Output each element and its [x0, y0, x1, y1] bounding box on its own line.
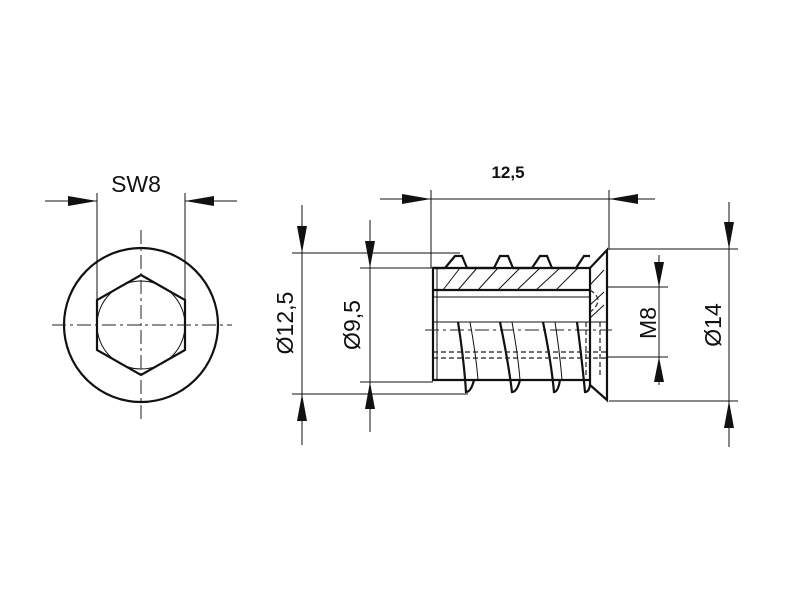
side-view: 12,5 Ø12,5 Ø9,5 M8 [272, 163, 738, 447]
arrow-icon [402, 194, 431, 204]
flange-outline [589, 247, 609, 403]
outer-thread-diameter-label: Ø12,5 [272, 292, 298, 355]
arrow-icon [297, 226, 307, 253]
arrow-icon [609, 194, 638, 204]
arrow-icon [365, 241, 375, 268]
core-diameter-dimension: Ø9,5 [339, 220, 433, 432]
arrow-icon [297, 394, 307, 421]
arrow-icon [68, 196, 97, 206]
core-diameter-label: Ø9,5 [339, 300, 365, 350]
internal-thread-dimension: M8 [607, 255, 668, 385]
sw8-dimension: SW8 [45, 171, 237, 300]
across-flats-label: SW8 [111, 171, 161, 197]
arrow-icon [724, 401, 734, 428]
thread-turns-bottom [456, 321, 592, 394]
overall-length-label: 12,5 [491, 163, 524, 182]
end-view: SW8 [45, 171, 237, 420]
arrow-icon [654, 357, 664, 382]
shank-outline [431, 266, 590, 382]
arrow-icon [365, 382, 375, 409]
arrow-icon [654, 262, 664, 287]
thread-crests-top [433, 254, 590, 270]
length-dimension: 12,5 [380, 163, 655, 268]
arrow-icon [724, 222, 734, 249]
insert-body [425, 247, 612, 403]
arrow-icon [185, 196, 214, 206]
flange-diameter-label: Ø14 [700, 303, 726, 347]
flange-diameter-dimension: Ø14 [609, 202, 738, 447]
outer-thread-diameter-dimension: Ø12,5 [272, 205, 468, 445]
internal-thread-label: M8 [635, 307, 661, 339]
